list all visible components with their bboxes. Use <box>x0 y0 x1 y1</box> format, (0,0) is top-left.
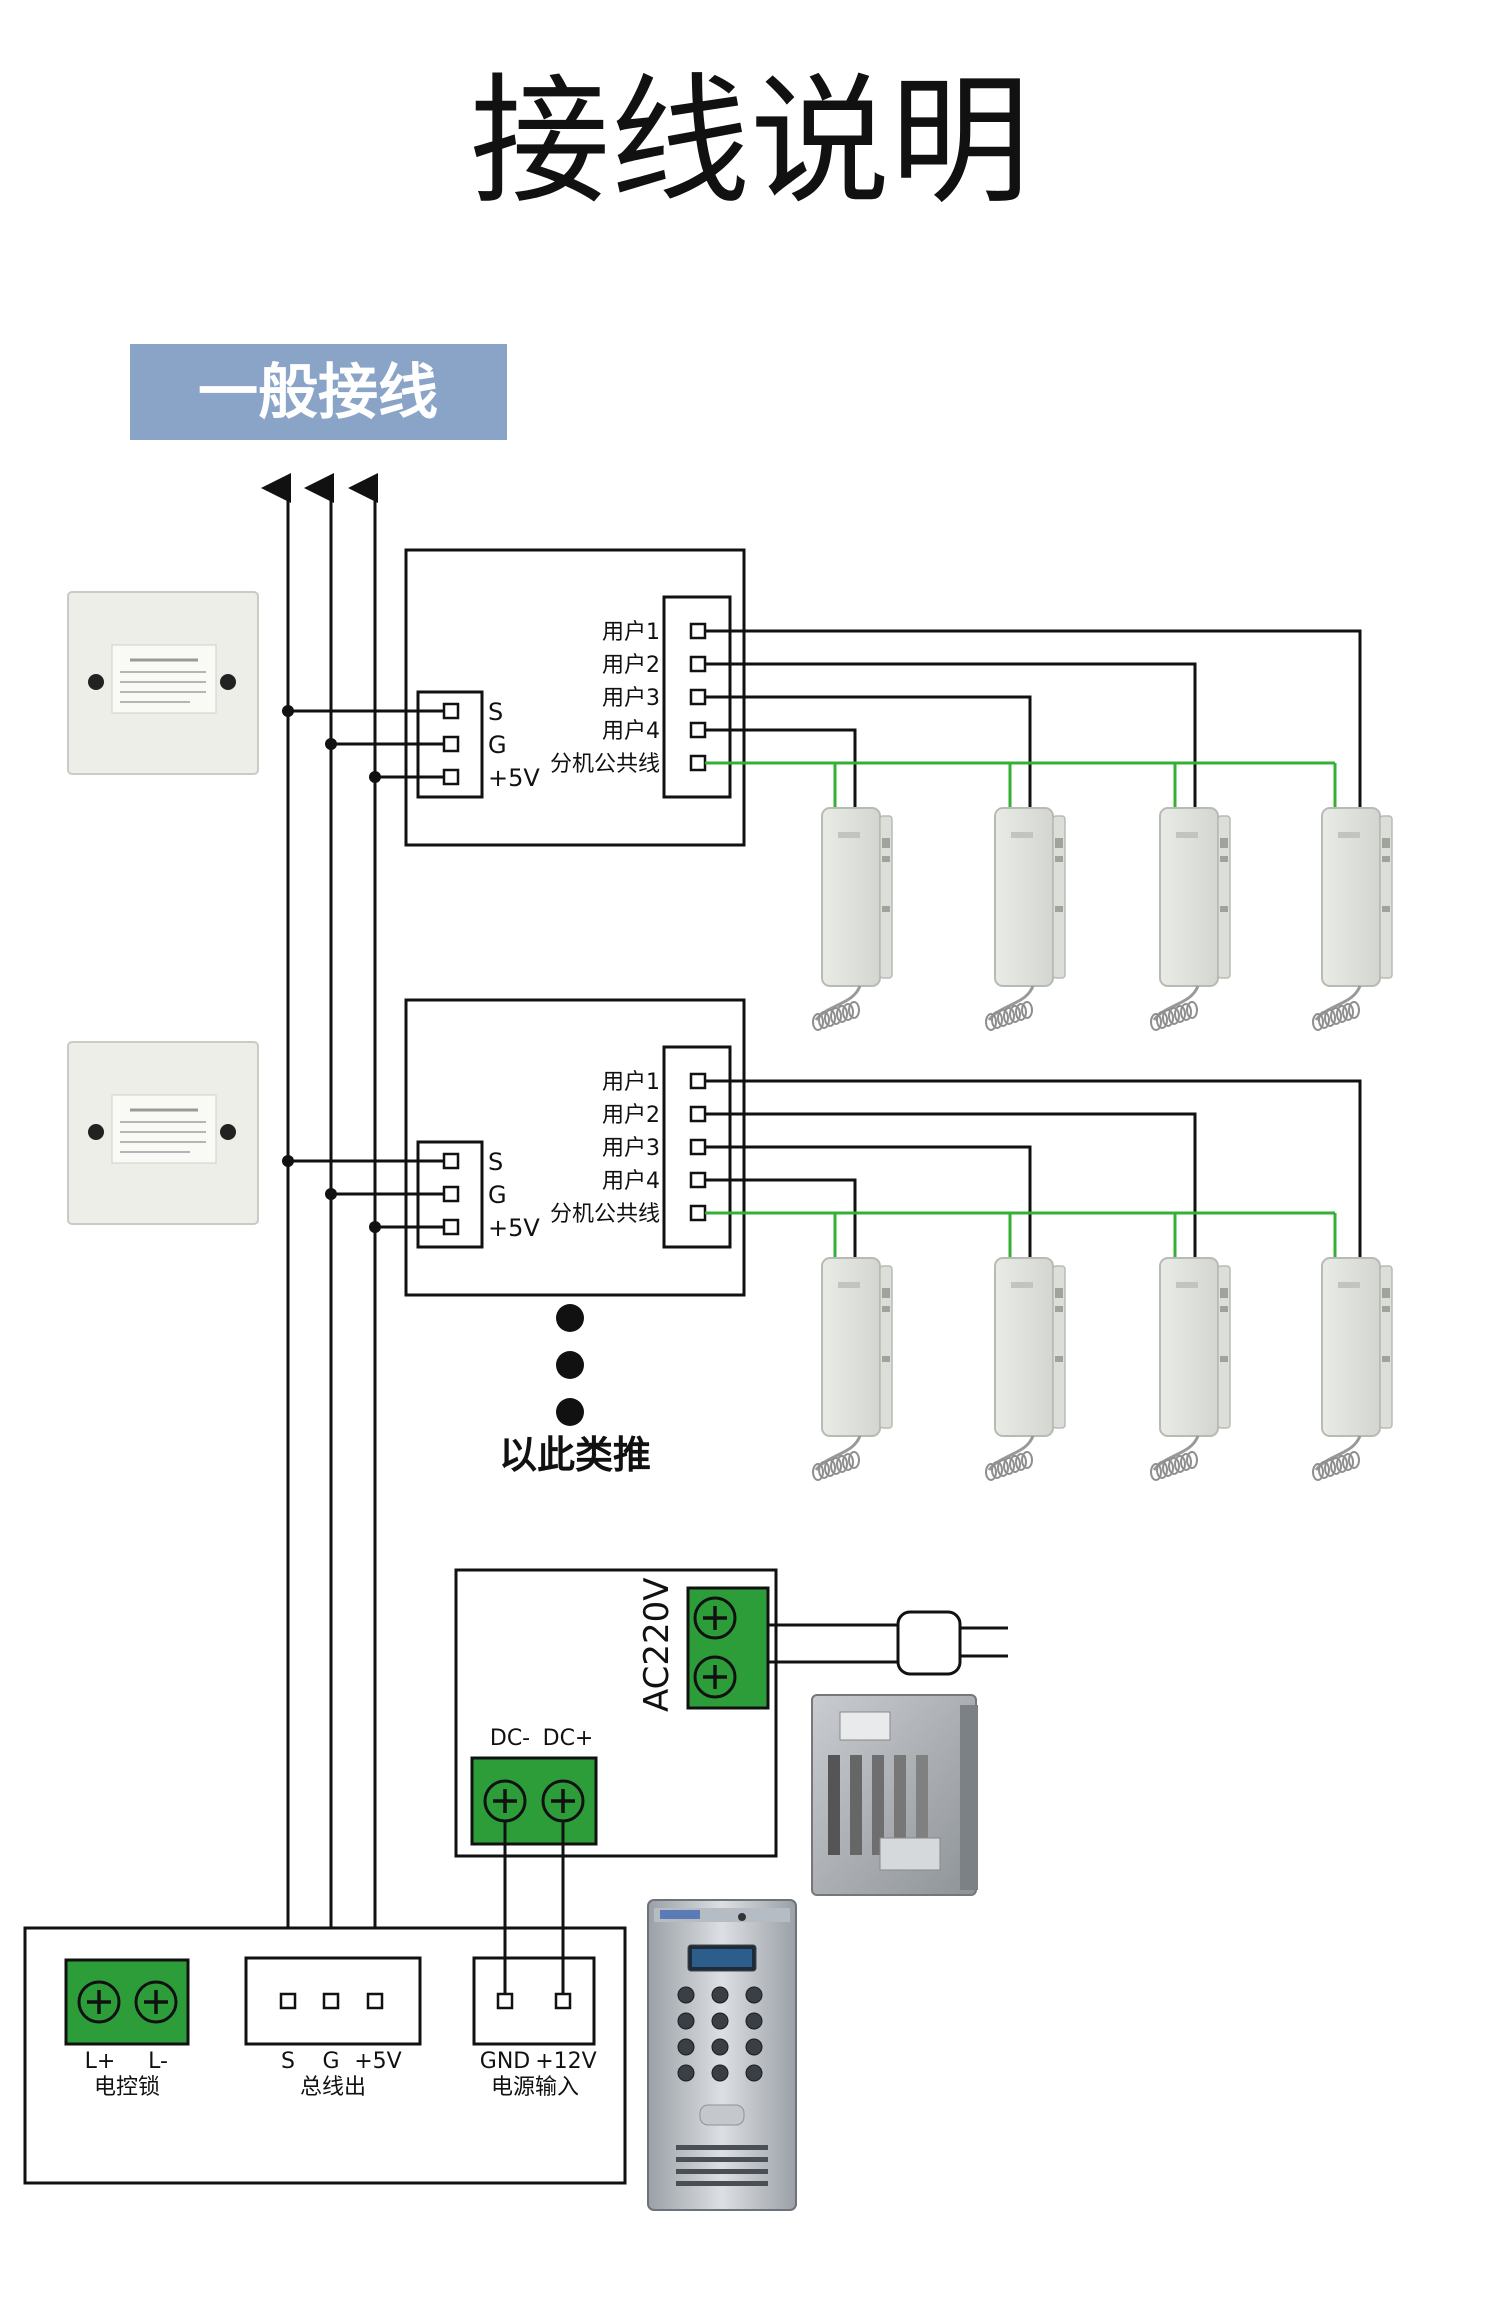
terminal-square <box>689 655 707 673</box>
controller-box: L+ L- 电控锁 S G +5V 总线出 GND +12V 电源输入 <box>23 1926 627 2185</box>
power-gnd-label: GND <box>480 2049 530 2074</box>
keypad-key <box>711 1986 729 2004</box>
dc-plus-label: DC+ <box>543 1726 594 1751</box>
output-label-user3: 用户3 <box>602 686 660 711</box>
page-title: 接线说明 <box>470 61 1030 224</box>
keypad-key <box>745 2064 763 2082</box>
plus-terminal-icon <box>483 1779 527 1823</box>
output-label-user1: 用户1 <box>602 1070 660 1095</box>
terminal-square <box>689 1171 707 1189</box>
bus-s-label: S <box>281 2049 295 2074</box>
terminal-square <box>366 1992 384 2010</box>
output-label-user3: 用户3 <box>602 1136 660 1161</box>
power-12v-label: +12V <box>535 2049 596 2074</box>
terminal-square <box>689 1138 707 1156</box>
bus-caption: 总线出 <box>300 2075 366 2100</box>
keypad-key <box>677 2038 695 2056</box>
terminal-square <box>322 1992 340 2010</box>
plus-terminal-icon <box>541 1779 585 1823</box>
keypad-key <box>711 2064 729 2082</box>
keypad-key <box>745 2012 763 2030</box>
power-in-block <box>472 1956 596 2046</box>
terminal-square <box>689 1105 707 1123</box>
plus-terminal-icon <box>693 1596 737 1640</box>
power-supply-box: AC220V DC- DC+ <box>454 1568 778 1858</box>
input-label-5v: +5V <box>488 1214 540 1242</box>
terminal-square <box>442 768 460 786</box>
handset-icon <box>1150 1257 1231 1481</box>
handsets <box>812 807 1393 1481</box>
keypad-key <box>745 1986 763 2004</box>
output-label-user2: 用户2 <box>602 1103 660 1128</box>
ac-label: AC220V <box>637 1577 677 1712</box>
input-label-g: G <box>488 1181 507 1209</box>
keypad-key <box>677 1986 695 2004</box>
terminal-square <box>496 1992 514 2010</box>
handset-icon <box>1312 1257 1393 1481</box>
terminal-square <box>442 735 460 753</box>
distribution-unit-1: S G +5V 用户1 用户2 用户3 用户4 分机公共线 <box>282 548 1362 847</box>
terminal-square <box>689 1204 707 1222</box>
bus-lines <box>261 473 378 2030</box>
plus-terminal-icon <box>77 1980 121 2024</box>
dc-minus-label: DC- <box>490 1726 530 1751</box>
keypad-key <box>711 2038 729 2056</box>
keypad-key <box>711 2012 729 2030</box>
handset-icon <box>1312 807 1393 1031</box>
output-label-common: 分机公共线 <box>550 1202 660 1227</box>
plus-terminal-icon <box>134 1980 178 2024</box>
etc-dots <box>556 1304 584 1426</box>
input-label-s: S <box>488 1148 503 1176</box>
terminal-square <box>442 1185 460 1203</box>
bus-g-label: G <box>322 2049 339 2074</box>
keypad-key <box>677 2064 695 2082</box>
terminal-square <box>689 688 707 706</box>
section-label: 一般接线 <box>198 358 438 428</box>
handset-icon <box>812 807 893 1031</box>
power-caption: 电源输入 <box>491 2075 579 2100</box>
wall-plate-1 <box>67 591 259 775</box>
input-label-s: S <box>488 698 503 726</box>
keypad-key <box>677 2012 695 2030</box>
output-label-user1: 用户1 <box>602 620 660 645</box>
handset-icon <box>985 807 1066 1031</box>
terminal-square <box>442 702 460 720</box>
terminal-square <box>554 1992 572 2010</box>
handset-icon <box>1150 807 1231 1031</box>
lock-l-plus-label: L+ <box>85 2049 116 2074</box>
bus-5v-label: +5V <box>354 2049 401 2074</box>
distribution-unit-2: S G +5V 用户1 用户2 用户3 用户4 分机公共线 <box>282 998 1362 1297</box>
power-supply-unit-image <box>811 1694 978 1896</box>
keypad-key <box>745 2038 763 2056</box>
terminal-square <box>689 622 707 640</box>
lock-l-minus-label: L- <box>148 2049 168 2074</box>
plus-terminal-icon <box>693 1655 737 1699</box>
terminal-square <box>442 1152 460 1170</box>
output-label-user4: 用户4 <box>602 719 660 744</box>
terminal-square <box>279 1992 297 2010</box>
ac-plug-icon <box>768 1610 1008 1676</box>
terminal-square <box>442 1218 460 1236</box>
terminal-square <box>689 754 707 772</box>
lock-caption: 电控锁 <box>94 2075 160 2100</box>
door-station-panel-image <box>647 1899 797 2211</box>
etc-label: 以此类推 <box>499 1433 651 1477</box>
wall-plate-2 <box>67 1041 259 1225</box>
output-label-common: 分机公共线 <box>550 752 660 777</box>
section-badge <box>130 344 507 440</box>
input-label-5v: +5V <box>488 764 540 792</box>
handset-icon <box>812 1257 893 1481</box>
handset-icon <box>985 1257 1066 1481</box>
output-label-user4: 用户4 <box>602 1169 660 1194</box>
output-label-user2: 用户2 <box>602 653 660 678</box>
terminal-square <box>689 1072 707 1090</box>
terminal-square <box>689 721 707 739</box>
input-label-g: G <box>488 731 507 759</box>
